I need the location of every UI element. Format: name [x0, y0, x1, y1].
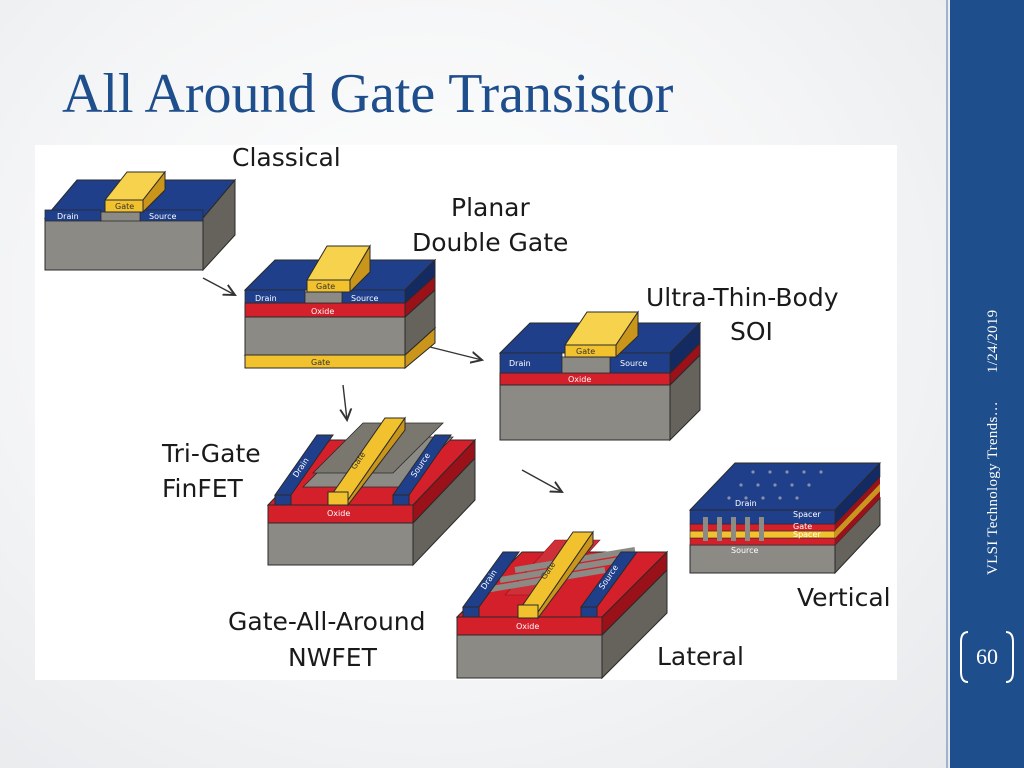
slide-date: 1/24/2019	[985, 309, 1001, 374]
planar-source-label: Source	[351, 294, 379, 303]
planar-oxide-label: Oxide	[311, 307, 334, 316]
vertical-spacer-top-label: Spacer	[793, 510, 821, 519]
caption-planar-line2: Double Gate	[412, 228, 568, 257]
vertical-drain-label: Drain	[735, 499, 757, 508]
caption-gaa-line2: NWFET	[288, 643, 378, 672]
arrow-trigate-to-gaa	[521, 469, 562, 492]
utb-gate-label: Gate	[576, 347, 595, 356]
transistor-diagram: Drain Source Gate Classical Drain Source…	[35, 143, 897, 680]
caption-trigate-line2: FinFET	[162, 474, 244, 503]
caption-vertical: Vertical	[797, 583, 891, 612]
gaa-lateral-device	[455, 530, 669, 680]
utb-soi-device	[498, 310, 702, 442]
classical-drain-label: Drain	[57, 212, 79, 221]
classical-gate-label: Gate	[115, 202, 134, 211]
vertical-device	[688, 462, 882, 575]
caption-classical: Classical	[232, 143, 341, 172]
trigate-oxide-label: Oxide	[327, 509, 350, 518]
sidebar-divider	[946, 0, 948, 768]
caption-utb-line1: Ultra-Thin-Body	[646, 283, 839, 312]
page-number-box: 60	[958, 628, 1016, 686]
footer-vertical: VLSI Technology Trends… 1/24/2019	[985, 310, 1002, 575]
footer-text: VLSI Technology Trends…	[985, 401, 1001, 575]
arrow-planar-to-utb	[429, 346, 482, 360]
caption-trigate-line1: Tri-Gate	[161, 439, 261, 468]
page-number: 60	[976, 644, 998, 669]
gaa-oxide-label: Oxide	[516, 622, 539, 631]
planar-bottom-gate-label: Gate	[311, 358, 330, 367]
sidebar	[950, 0, 1024, 768]
caption-gaa-line1: Gate-All-Around	[228, 607, 426, 636]
vertical-gate-label: Gate	[793, 522, 812, 531]
planar-gate-label: Gate	[316, 282, 335, 291]
caption-lateral: Lateral	[657, 642, 744, 671]
slide-title: All Around Gate Transistor	[62, 63, 674, 125]
trigate-finfet-device	[266, 416, 477, 567]
caption-utb-line2: SOI	[730, 317, 773, 346]
page-bracket-icon	[960, 631, 1014, 683]
arrow-planar-to-trigate	[343, 384, 347, 420]
utb-drain-label: Drain	[509, 359, 531, 368]
utb-oxide-label: Oxide	[568, 375, 591, 384]
vertical-source-label: Source	[731, 546, 759, 555]
vertical-spacer-bottom-label: Spacer	[793, 530, 821, 539]
caption-planar-line1: Planar	[451, 193, 531, 222]
arrow-classical-to-planar	[202, 277, 235, 295]
classical-device	[43, 170, 237, 272]
classical-source-label: Source	[149, 212, 177, 221]
planar-drain-label: Drain	[255, 294, 277, 303]
utb-source-label: Source	[620, 359, 648, 368]
planar-double-gate-device	[243, 244, 437, 370]
